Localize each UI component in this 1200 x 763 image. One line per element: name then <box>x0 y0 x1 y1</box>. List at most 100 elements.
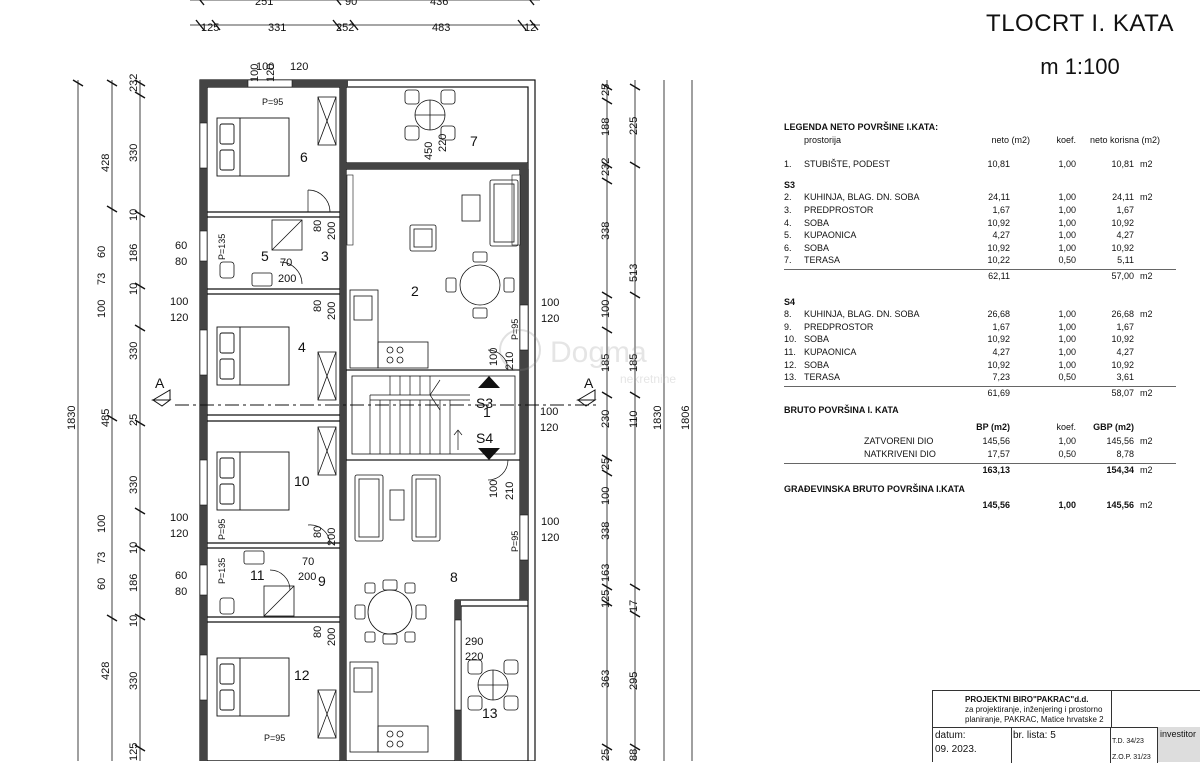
parapet-2: P=135 <box>217 234 227 260</box>
s4-no: 9. <box>784 321 792 332</box>
dim-left-in-8: 25 <box>128 414 140 426</box>
dim-left-in-13: 10 <box>128 615 140 627</box>
dim-left-small-1: 60 <box>96 246 108 258</box>
common-unit: m2 <box>1140 159 1153 170</box>
dim-right-3: 232 <box>600 158 612 176</box>
s3-neto: 10,22 <box>987 255 1010 266</box>
win-8-h: 120 <box>541 532 559 544</box>
win-top-h2: 120 <box>265 64 277 82</box>
s4-name: SOBA <box>804 334 830 345</box>
legend-bruto-heading-row: BRUTO POVRŠINA I. KATA <box>784 405 1184 418</box>
bruto-name: NATKRIVENI DIO <box>864 449 936 460</box>
s4-total-neto: 61,69 <box>987 387 1010 398</box>
s4-neto: 10,92 <box>987 334 1010 345</box>
door-6-w: 80 <box>312 220 324 232</box>
room-label-2: 2 <box>411 283 419 299</box>
s4-name: TERASA <box>804 372 841 383</box>
s3-no: 2. <box>784 192 792 203</box>
bruto-unit: m2 <box>1140 436 1153 447</box>
bruto-name: ZATVORENI DIO <box>864 436 934 447</box>
watermark-logo: Dogma nekretnine <box>499 329 676 386</box>
door-s4-h: 210 <box>504 482 516 500</box>
dim-left-in-3: 10 <box>128 209 140 221</box>
dim-right-b-6: 295 <box>628 672 640 690</box>
gbp-koef: 1,00 <box>1058 499 1076 510</box>
stamp-list: br. lista: 5 <box>1013 730 1056 741</box>
common-neto: 10,81 <box>987 159 1010 170</box>
dim-right-b-5: 17 <box>628 600 640 612</box>
stamp-investitor-cell: investitor <box>1157 727 1200 762</box>
win-11-h: 80 <box>175 586 187 598</box>
room-label-11: 11 <box>250 567 265 583</box>
room-label-7: 7 <box>470 133 478 149</box>
door-s3-h: 210 <box>504 352 516 370</box>
bruto-total-bp: 163,13 <box>982 464 1010 475</box>
legend-s4-label-row: S4 <box>784 297 1184 310</box>
dim-left-in-10: 100 <box>96 515 108 533</box>
dim-left-outer: 1830 <box>66 406 78 430</box>
s4-neto: 1,67 <box>992 321 1010 332</box>
common-no: 1. <box>784 159 792 170</box>
living-furniture <box>354 179 519 645</box>
dim-right-7: 230 <box>600 410 612 428</box>
stamp-firm-line3: planiranje, PAKRAC, Matice hrvatske 2 <box>965 715 1104 724</box>
s4-koef: 1,00 <box>1058 346 1076 357</box>
section-marker-left: A <box>155 375 165 391</box>
s4-koef: 1,00 <box>1058 309 1076 320</box>
s3-total-neto: 62,11 <box>988 270 1010 281</box>
s3-name: SOBA <box>804 217 830 228</box>
plan-title: TLOCRT I. KATA <box>986 10 1174 37</box>
area-legend: LEGENDA NETO POVRŠINE I.KATA: prostorija… <box>784 122 1184 512</box>
gbp-heading-row: GRAĐEVINSKA BRUTO POVRŠINA I.KATA <box>784 484 1184 497</box>
dim-left-in-2: 330 <box>128 144 140 162</box>
s3-koef: 1,00 <box>1058 230 1076 241</box>
s3-name: SOBA <box>804 242 830 253</box>
dim-right-13: 25 <box>600 749 612 761</box>
dim-left-mid-1: 428 <box>100 154 112 172</box>
win-5-w: 60 <box>175 240 187 252</box>
door-6-h: 200 <box>326 222 338 240</box>
s4-total-kor: 58,07 <box>1111 387 1134 398</box>
s3-kor: 10,92 <box>1111 242 1134 253</box>
door-9-w: 70 <box>302 556 314 568</box>
door-3-w: 70 <box>280 257 292 269</box>
dim-right-11: 163 <box>600 564 612 582</box>
door-9-h: 200 <box>298 571 316 583</box>
s4-neto: 10,92 <box>987 359 1010 370</box>
stamp-datum: 09. 2023. <box>935 744 977 755</box>
gbp-row: 145,56 1,00 145,56 m2 <box>784 500 1184 513</box>
section-line <box>151 389 600 407</box>
stamp-investitor: investitor <box>1160 729 1197 739</box>
dim-left-in-4: 186 <box>128 244 140 262</box>
room-label-6: 6 <box>300 149 308 165</box>
stamp-td: T.D. 34/23 <box>1112 738 1144 745</box>
dim-right-outer-2: 1806 <box>680 406 692 430</box>
watermark-subtext: nekretnine <box>620 372 676 386</box>
win-4-h: 120 <box>170 312 188 324</box>
parapet-7: P=95 <box>510 531 520 552</box>
bruto-heading: BRUTO POVRŠINA I. KATA <box>784 405 899 416</box>
stamp-firm-cell: PROJEKTNI BIRO"PAKRAC"d.d. za projektira… <box>933 691 1112 728</box>
door-4-w: 80 <box>312 300 324 312</box>
door-12-w: 80 <box>312 626 324 638</box>
gbp-heading: GRAĐEVINSKA BRUTO POVRŠINA I.KATA <box>784 484 965 495</box>
dim-top-2: 331 <box>268 22 286 34</box>
s4-no: 13. <box>784 372 797 383</box>
s4-no: 8. <box>784 309 792 320</box>
dim-top-partial-2: 90 <box>345 0 357 8</box>
dim-left-in-5: 10 <box>128 283 140 295</box>
s3-neto: 4,27 <box>992 230 1010 241</box>
bruto-bp: 17,57 <box>987 449 1010 460</box>
dim-top-partial-3: 436 <box>430 0 448 8</box>
dim-left-in-12: 186 <box>128 574 140 592</box>
legend-s3-label: S3 <box>784 179 796 190</box>
bruto-total: 163,13 154,34 m2 <box>784 462 1176 477</box>
